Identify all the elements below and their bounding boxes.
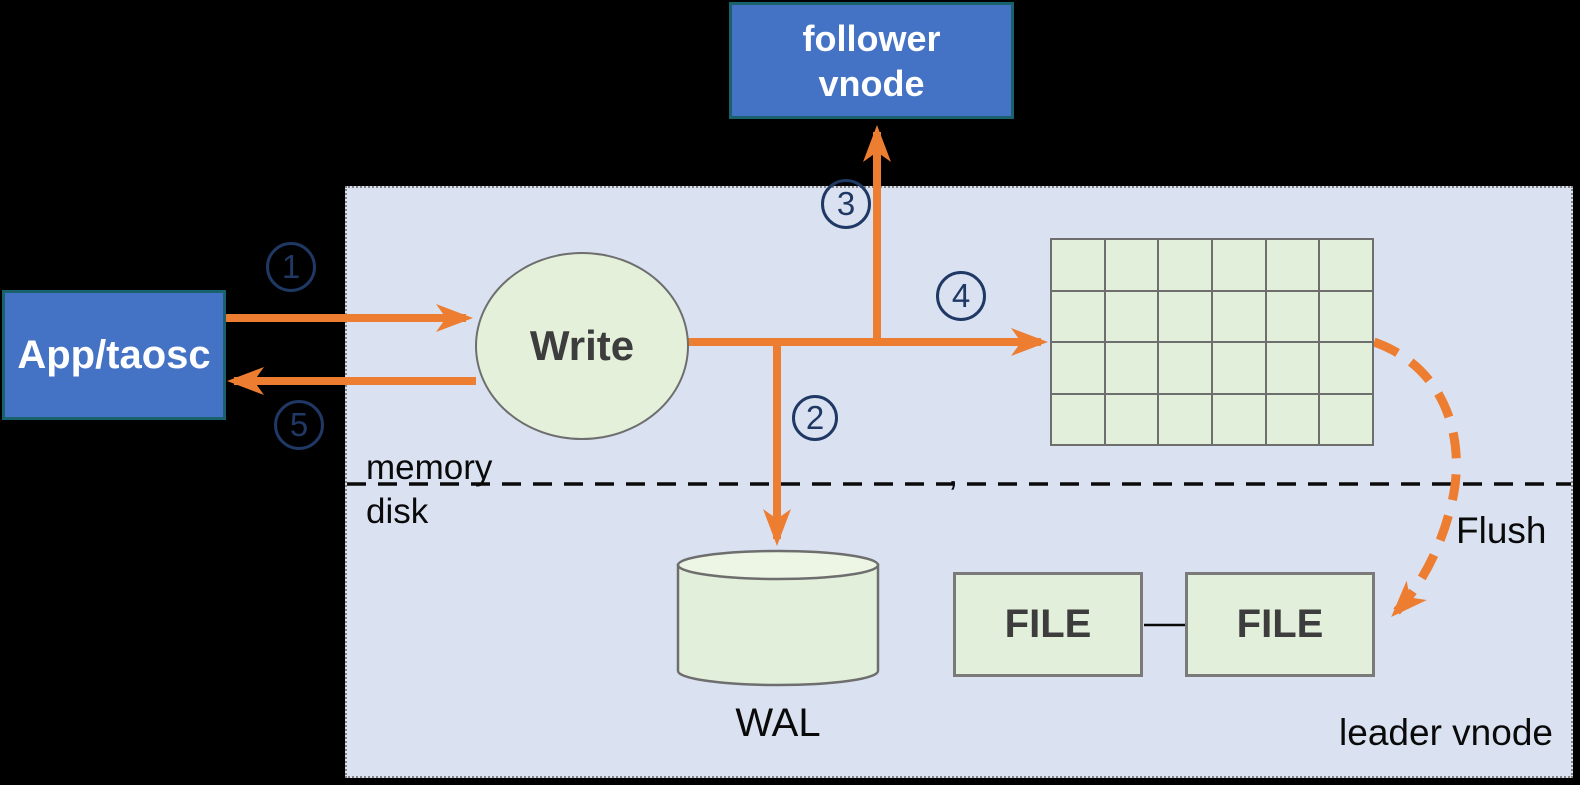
memtable-cell xyxy=(1051,290,1105,342)
app-taosc-node: App/taosc xyxy=(2,290,226,420)
write-node: Write xyxy=(475,252,689,440)
divider-comma-mark: , xyxy=(948,452,959,493)
memtable-cell xyxy=(1158,239,1212,291)
memtable-grid xyxy=(1050,238,1374,446)
memtable-cell xyxy=(1104,239,1159,291)
file-node-right: FILE xyxy=(1185,572,1375,677)
leader-vnode-label: leader vnode xyxy=(1339,712,1553,753)
memtable-cell xyxy=(1265,239,1320,291)
memtable-cell xyxy=(1319,393,1373,445)
memtable-cell xyxy=(1158,393,1212,445)
memtable-cell xyxy=(1265,393,1320,445)
app-taosc-label: App/taosc xyxy=(17,332,211,377)
memtable-cell xyxy=(1051,393,1105,445)
memtable-cell xyxy=(1319,239,1373,291)
memtable-cell xyxy=(1212,393,1266,445)
step-badge-2: 2 xyxy=(792,395,838,441)
memtable-cell xyxy=(1104,290,1159,342)
memtable-cell xyxy=(1265,342,1320,394)
disk-label: disk xyxy=(366,492,429,531)
file-right-label: FILE xyxy=(1236,602,1324,646)
flush-arrow xyxy=(1372,337,1461,618)
memtable-cell xyxy=(1104,393,1159,445)
memtable-cell xyxy=(1051,342,1105,394)
follower-vnode-label-line2: vnode xyxy=(818,62,925,104)
file-node-left: FILE xyxy=(953,572,1143,677)
memtable-cell xyxy=(1051,239,1105,291)
step-badge-1: 1 xyxy=(266,242,316,292)
memtable-cell xyxy=(1212,239,1266,291)
flush-label: Flush xyxy=(1456,510,1547,551)
follower-vnode-node: follower vnode xyxy=(729,2,1014,119)
memtable-cell xyxy=(1265,290,1320,342)
memtable-cell xyxy=(1212,290,1266,342)
step-badge-4: 4 xyxy=(936,271,986,321)
memtable-cell xyxy=(1158,290,1212,342)
memory-label: memory xyxy=(366,448,493,487)
memtable-cell xyxy=(1319,342,1373,394)
memtable-cell xyxy=(1104,342,1159,394)
step-badge-3: 3 xyxy=(821,179,871,229)
write-label: Write xyxy=(529,322,635,369)
file-left-label: FILE xyxy=(1004,602,1092,646)
memtable-cell xyxy=(1212,342,1266,394)
step-badge-5: 5 xyxy=(274,400,324,450)
wal-label: WAL xyxy=(735,701,821,745)
memtable-cell xyxy=(1319,290,1373,342)
memtable-cell xyxy=(1158,342,1212,394)
wal-cylinder xyxy=(676,549,880,687)
follower-vnode-label-line1: follower xyxy=(802,17,941,59)
